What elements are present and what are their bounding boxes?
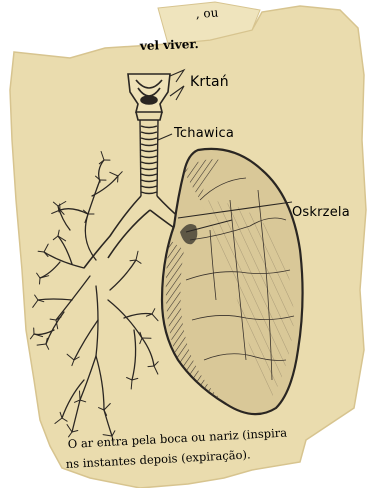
- bronchiole-twig: [130, 260, 136, 261]
- larynx-label: Krtań: [190, 74, 229, 90]
- bronchiole-twig: [80, 391, 81, 400]
- bronchi-label: Oskrzela: [292, 205, 350, 220]
- trachea-label: Tchawica: [173, 126, 234, 141]
- top-fragment-text: , ou: [195, 5, 219, 21]
- bronchiole-twig: [148, 366, 154, 367]
- bronchiole-twig: [40, 278, 41, 284]
- top-line-text: vel viver.: [139, 37, 199, 53]
